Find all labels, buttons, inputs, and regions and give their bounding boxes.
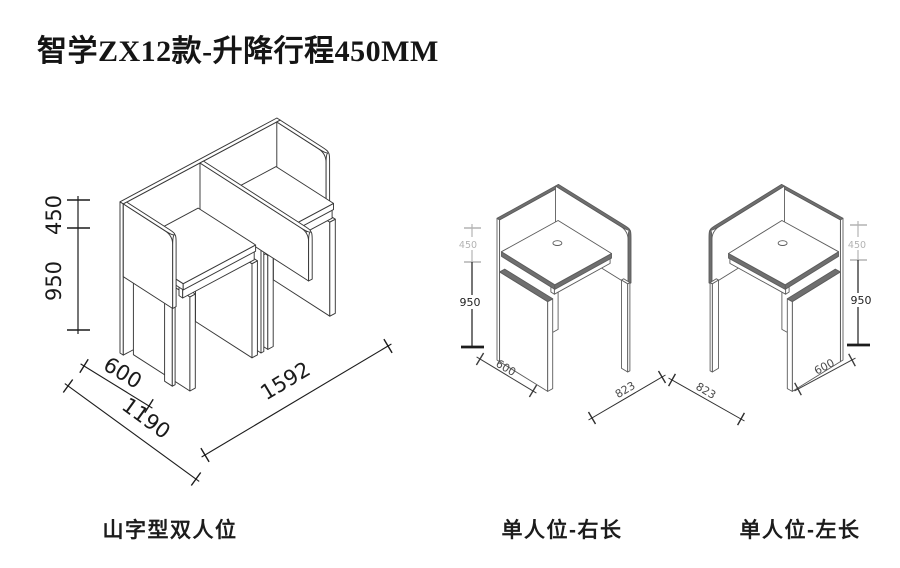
- left-slab-leg: [547, 298, 554, 392]
- dimension-line: [67, 199, 90, 331]
- dimension-line: [668, 377, 745, 422]
- dimension-line: [62, 379, 202, 486]
- left-screen-leg: [171, 305, 176, 387]
- side-screen-leg: [621, 279, 629, 373]
- far-desk-right-slab: [329, 218, 336, 317]
- dim-label-lift-single-right: 450: [459, 240, 477, 251]
- far-desk-left-slab: [267, 251, 274, 350]
- dim-label-lift-double: 450: [42, 195, 66, 235]
- left-slab-leg: [499, 268, 554, 303]
- center-spine-screen: [308, 231, 313, 282]
- dimension-line: [475, 352, 538, 398]
- center-spine-screen: [199, 160, 312, 233]
- dimension-line: [80, 363, 153, 409]
- back-screen-panel: [119, 201, 124, 356]
- caption-double: 山字型双人位: [103, 518, 238, 542]
- spine-leg: [260, 247, 265, 354]
- dimension-line: [588, 374, 666, 421]
- dim-label-width-double: 1190: [117, 393, 174, 444]
- label-mask: [457, 237, 479, 250]
- dimension-line: [794, 353, 856, 396]
- long-side-screen: [627, 229, 632, 285]
- single-desk-geometry: [496, 183, 632, 392]
- caption-single-left: 单人位-左长: [740, 518, 861, 542]
- double-workstation-geometry: [119, 117, 336, 392]
- label-mask: [456, 295, 483, 309]
- dimension-line: [201, 343, 392, 458]
- dimension-line: [587, 370, 667, 425]
- right-return-screen: [276, 119, 329, 154]
- near-desk-right-slab: [251, 260, 258, 359]
- page-title: 智学ZX12款-升降行程450MM: [37, 35, 439, 68]
- single-desk-right-long-drawing: [496, 183, 632, 392]
- dim-label-height-single-right: 950: [460, 296, 481, 309]
- dimension-line: [64, 383, 200, 482]
- left-screen-leg: [164, 302, 173, 387]
- side-screen-leg: [627, 282, 631, 373]
- long-side-screen: [555, 183, 631, 231]
- label-mask: [848, 293, 875, 307]
- dimension-line: [79, 358, 154, 414]
- left-return-screen: [172, 234, 177, 309]
- left-return-screen: [122, 201, 176, 236]
- label-mask: [846, 237, 868, 250]
- double-workstation-dimensions: [62, 196, 393, 486]
- caption-single-right: 单人位-右长: [502, 518, 623, 542]
- side-screen-leg: [621, 278, 631, 285]
- cable-grommet: [552, 240, 563, 246]
- desktop: [501, 220, 612, 286]
- near-desk-left-slab: [189, 293, 196, 392]
- dimension-line: [667, 373, 746, 426]
- dimension-line: [200, 338, 393, 463]
- dim-label-height-single-left: 950: [851, 294, 872, 307]
- dimension-line: [476, 356, 537, 394]
- dimension-line: [794, 357, 856, 392]
- double-workstation-drawing: 450 950 600 1190 1592 山字型双人位: [42, 117, 393, 542]
- dim-label-lift-single-left: 450: [848, 240, 866, 251]
- dim-label-length-double: 1592: [256, 357, 314, 405]
- dim-label-height-double: 950: [42, 261, 66, 301]
- single-left-dimensions: [667, 221, 870, 426]
- dim-label-length-single-right: 823: [613, 379, 638, 401]
